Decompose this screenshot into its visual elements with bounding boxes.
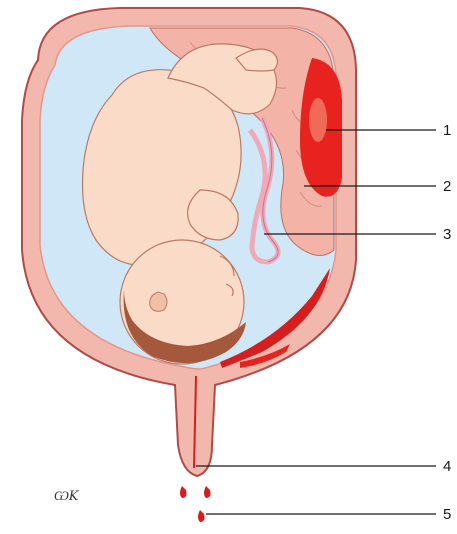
blood-drop-3 — [198, 510, 205, 522]
artist-signature: ѠK — [54, 489, 80, 504]
callout-label-3: 3 — [443, 226, 451, 243]
callout-label-1: 1 — [443, 122, 451, 139]
callout-label-2: 2 — [443, 178, 451, 195]
hematoma-highlight — [309, 98, 327, 142]
blood-drop-2 — [204, 486, 211, 498]
callout-label-4: 4 — [443, 458, 451, 475]
callout-label-5: 5 — [443, 506, 451, 523]
blood-drop-1 — [180, 486, 187, 498]
